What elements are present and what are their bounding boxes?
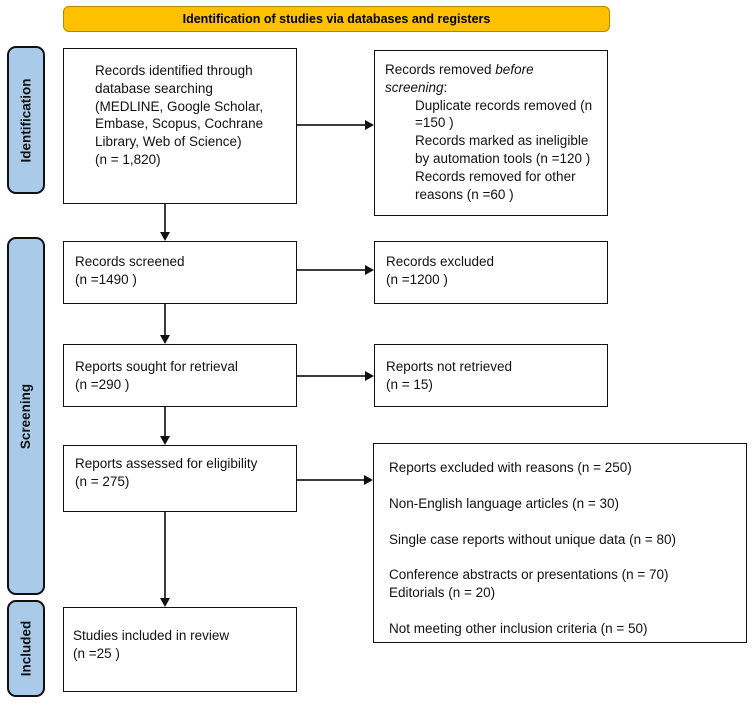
arrow-head-icon [159, 436, 170, 445]
box-records-screened: Records screened (n =1490 ) [63, 241, 297, 304]
stage-included-label: Included [18, 620, 34, 677]
arrow-sought-to-not-retrieved [297, 370, 374, 382]
box-records-screened-n: (n =1490 ) [75, 271, 137, 287]
box-reports-not-retrieved-n: (n = 15) [386, 376, 433, 392]
exclusion-reason: Non-English language articles (n = 30) [389, 495, 620, 511]
box-records-screened-text: Records screened [75, 254, 185, 269]
box-records-excluded-text: Records excluded [386, 254, 495, 269]
arrow-head-icon [365, 370, 374, 381]
arrow-line [297, 479, 366, 481]
box-records-removed-heading: Records removed before screening: [385, 61, 599, 97]
box-reports-sought-n: (n =290 ) [75, 376, 130, 392]
arrow-line [164, 304, 166, 337]
stage-included: Included [7, 600, 45, 697]
arrow-head-icon [364, 474, 373, 485]
arrow-head-icon [159, 335, 170, 344]
records-removed-suffix: : [443, 79, 448, 95]
arrow-head-icon [365, 119, 374, 130]
records-removed-items: Duplicate records removed (n =150 ) Reco… [385, 97, 599, 204]
box-reports-assessed-n: (n = 275) [75, 473, 130, 489]
arrow-sought-to-assessed [159, 407, 171, 445]
arrow-head-icon [159, 232, 170, 241]
arrow-line [164, 204, 166, 234]
box-reports-not-retrieved-text: Reports not retrieved [386, 359, 513, 374]
box-records-identified-text: Records identified through database sear… [95, 63, 264, 150]
arrow-line [164, 512, 166, 600]
arrow-line [164, 407, 166, 438]
arrow-identified-to-screened [159, 204, 171, 241]
exclusion-reason: Not meeting other inclusion criteria (n … [389, 621, 648, 637]
arrow-assessed-to-reasons [297, 474, 373, 486]
box-studies-included-n: (n =25 ) [73, 645, 120, 661]
records-removed-item: Records marked as ineligible by automati… [415, 133, 591, 167]
records-removed-italic: before screening [385, 62, 534, 95]
banner-databases-registers: Identification of studies via databases … [63, 6, 610, 32]
stage-screening: Screening [7, 237, 45, 595]
stage-identification: Identification [7, 46, 45, 194]
box-studies-included-text: Studies included in review [73, 628, 230, 643]
box-records-excluded: Records excluded (n =1200 ) [374, 241, 608, 304]
arrow-assessed-to-included [159, 512, 171, 607]
box-records-identified: Records identified through database sear… [63, 48, 297, 204]
records-removed-item: Duplicate records removed (n =150 ) [415, 97, 593, 131]
exclusion-reason: Conference abstracts or presentations (n… [389, 567, 669, 583]
arrow-line [297, 375, 367, 377]
box-exclusion-reasons: Reports excluded with reasons (n = 250) … [373, 443, 747, 643]
exclusion-reason: Single case reports without unique data … [389, 531, 677, 547]
box-reports-assessed-text: Reports assessed for eligibility [75, 456, 258, 471]
box-records-excluded-n: (n =1200 ) [386, 271, 448, 287]
box-reports-not-retrieved: Reports not retrieved (n = 15) [374, 344, 608, 407]
exclusion-reason: Reports excluded with reasons (n = 250) [389, 460, 632, 475]
box-reports-sought: Reports sought for retrieval (n =290 ) [63, 344, 297, 407]
arrow-line [297, 269, 367, 271]
box-studies-included: Studies included in review (n =25 ) [63, 607, 297, 692]
arrow-head-icon [159, 598, 170, 607]
stage-identification-label: Identification [18, 78, 34, 162]
records-removed-item: Records removed for other reasons (n =60… [415, 168, 576, 202]
banner-label: Identification of studies via databases … [182, 12, 491, 26]
arrow-screened-to-sought [159, 304, 171, 344]
box-records-identified-n: (n = 1,820) [95, 152, 161, 168]
arrow-line [297, 124, 367, 126]
arrow-identified-to-removed [297, 119, 374, 131]
exclusion-reason: Editorials (n = 20) [389, 585, 496, 601]
arrow-screened-to-excluded [297, 264, 374, 276]
box-reports-assessed: Reports assessed for eligibility (n = 27… [63, 445, 297, 512]
box-reports-sought-text: Reports sought for retrieval [75, 359, 238, 374]
stage-screening-label: Screening [18, 383, 34, 449]
arrow-head-icon [365, 264, 374, 275]
box-records-removed: Records removed before screening: Duplic… [374, 50, 608, 216]
records-removed-prefix: Records removed [385, 62, 496, 77]
